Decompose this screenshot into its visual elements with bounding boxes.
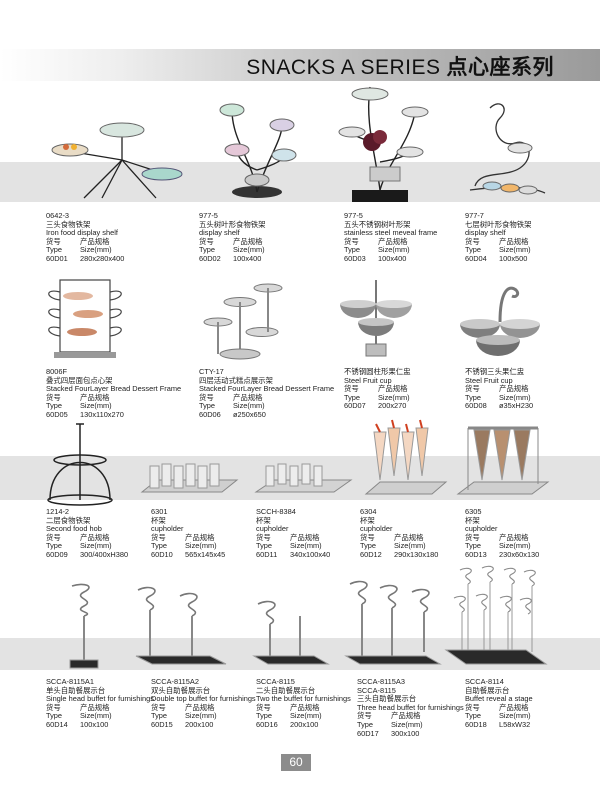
product-image-60d16 (250, 594, 330, 672)
product-image-60d17 (340, 576, 442, 672)
product-caption-60d01: 0642-3 三头食物铁架 Iron food display shelf 货号… (46, 211, 125, 263)
product-image-60d01 (44, 110, 194, 210)
product-caption-60d04: 977-7 七层树叶形食物铁架 display shelf 货号产品规格 Typ… (465, 211, 532, 263)
product-image-60d07 (336, 272, 416, 362)
product-image-60d18 (444, 564, 548, 672)
product-model: 0642-3 (46, 211, 70, 220)
product-image-60d11 (254, 458, 353, 504)
product-image-60d06 (200, 282, 290, 362)
product-name-en: Iron food display shelf (46, 228, 118, 238)
header-band (0, 49, 600, 81)
product-caption-60d16: SCCA-8115 二头自助餐展示台 Two the buffet for fu… (256, 677, 351, 729)
page-title-cn: 点心座系列 (446, 55, 554, 79)
product-image-60d15 (130, 582, 230, 672)
product-image-60d04 (460, 98, 550, 210)
product-image-60d03 (330, 82, 430, 210)
product-image-60d05 (40, 276, 130, 362)
product-caption-60d06: CTY-17 四层活动式糕点展示架 Stacked FourLayer Brea… (199, 367, 335, 419)
product-image-60d14 (54, 582, 114, 672)
product-name-cn: 三头食物铁架 (46, 219, 91, 229)
product-caption-60d05: 8006F 叠式四层面包点心架 Stacked FourLayer Bread … (46, 367, 182, 419)
product-caption-60d09: 1214-2 二层食物铁架 Second food hob 货号产品规格 Typ… (46, 507, 129, 559)
product-image-60d09 (40, 420, 120, 510)
product-caption-60d17: SCCA-8115A3 SCCA-8115 三头自助餐展示台 Three hea… (357, 677, 464, 738)
product-image-60d12 (364, 419, 448, 504)
product-image-60d10 (140, 452, 239, 504)
product-code: 60D01 (46, 253, 68, 263)
product-caption-60d14: SCCA-8115A1 单头自助餐展示台 Single head buffet … (46, 677, 154, 729)
product-caption-60d03: 977-5 五头不锈钢树叶形架 stainless steel meveal f… (344, 211, 438, 263)
product-image-60d08 (458, 282, 548, 362)
product-image-60d13 (456, 420, 550, 504)
page-title-en: SNACKS A SERIES (246, 56, 441, 79)
page-number: 60 (281, 754, 311, 771)
product-caption-60d02: 977-5 五头树叶形食物铁架 display shelf 货号产品规格 Typ… (199, 211, 266, 263)
product-caption-60d15: SCCA-8115A2 双头自助餐展示台 Double top buffet f… (151, 677, 256, 729)
product-caption-60d18: SCCA-8114 自助餐展示台 Buffet reveal a stage 货… (465, 677, 533, 729)
product-size: 280x280x400 (80, 253, 125, 263)
product-image-60d02 (212, 100, 302, 210)
